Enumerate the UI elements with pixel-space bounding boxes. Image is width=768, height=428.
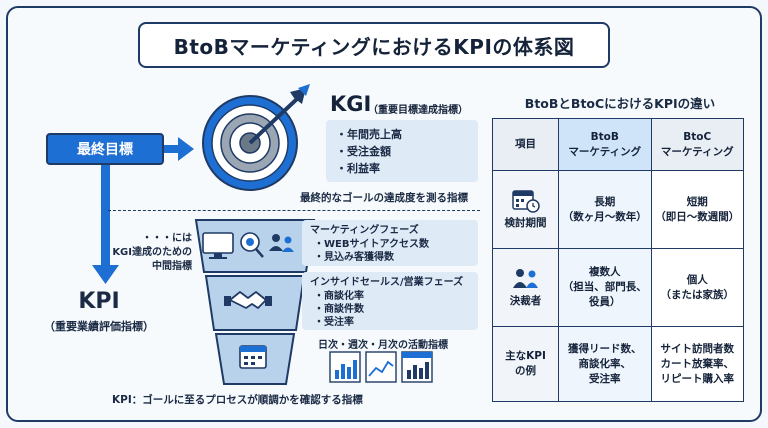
kpi-down-arrow [92,165,119,284]
kgi-metric: ・受注金額 [336,145,391,158]
phase-marketing: マーケティングフェーズ ・WEBサイトアクセス数 ・見込み客獲得数 [302,220,478,266]
table-row: 検討期間 長期 （数ヶ月〜数年） 短期 （即日〜数週間） [492,170,744,249]
kpi-sublabel: （重要業績評価指標） [44,320,154,333]
row-label-period: 検討期間 [492,170,559,249]
comparison-table: 項目 BtoB マーケティング BtoC マーケティング 検討期間 長期 （数ヶ [492,118,744,402]
table-header-row: 項目 BtoB マーケティング BtoC マーケティング [492,118,744,171]
header-btob-line: BtoB [590,130,619,143]
table-row: 主なKPI の例 獲得リード数、 商談化率、 受注率 サイト訪問者数 カート放棄… [492,326,744,402]
people-icon [269,234,294,252]
cell-btoc-decision: 個人 （または家族） [650,248,744,327]
cell-line: 複数人 [589,266,621,278]
header-btoc: BtoC マーケティング [650,118,744,171]
cell-line: 受注率 [589,372,621,385]
cell-btoc-period: 短期 （即日〜数週間） [650,170,744,249]
page-title: BtoBマーケティングにおけるKPIの体系図 [138,22,610,68]
kgi-label: KGI [330,92,372,116]
cell-line: （担当、部門長、 [562,281,647,293]
cell-btoc-kpi: サイト訪問者数 カート放棄率、 リピート購入率 [650,326,744,402]
row-label-text: 主なKPI [505,350,546,362]
cell-line: サイト訪問者数 [660,342,735,355]
phase-item: ・商談化率 [314,291,364,302]
phase-item: ・商談件数 [314,304,364,315]
final-goal-badge: 最終目標 [46,133,164,165]
middle-label-line: 中間指標 [152,261,192,272]
phase-item: ・WEBサイトアクセス数 [314,239,429,250]
row-label-text: 検討期間 [504,217,547,229]
cell-line: 役員） [589,296,621,308]
monitor-icon [202,232,234,259]
cell-line: カート放棄率、 [660,357,735,370]
goal-arrow [164,137,194,161]
calendar-clock-icon [511,190,540,213]
row-label-text: 決裁者 [509,295,542,307]
row-label-text: の例 [515,365,536,377]
header-btob: BtoB マーケティング [558,118,652,171]
middle-indicator-label: ・・・には KGI達成のための 中間指標 [96,232,192,274]
kpi-note: KPI：ゴールに至るプロセスが順調かを確認する指標 [112,394,363,406]
phase-inside-sales: インサイドセールス/営業フェーズ ・商談化率 ・商談件数 ・受注率 [302,272,478,330]
kgi-sublabel: （重要目標達成指標） [368,105,468,116]
header-btob-line: マーケティング [568,145,642,158]
phase-title: マーケティングフェーズ [310,225,419,236]
comparison-title: BtoBとBtoCにおけるKPIの違い [524,96,716,111]
activity-chart-icons [329,351,433,383]
row-label-kpi: 主なKPI の例 [492,326,559,402]
people-icon [512,269,538,288]
kgi-metric: ・年間売上高 [336,128,402,141]
header-btoc-line: BtoC [683,130,712,143]
cell-btob-kpi: 獲得リード数、 商談化率、 受注率 [558,326,652,402]
kgi-metric: ・利益率 [336,162,380,175]
table-row: 決裁者 複数人 （担当、部門長、 役員） 個人 （または家族） [492,248,744,327]
section-divider [108,210,480,211]
cell-line: リピート購入率 [660,372,735,385]
cell-line: （即日〜数週間） [655,210,740,223]
kgi-note: 最終的なゴールの達成度を測る指標 [300,192,468,204]
magnifier-target-icon [240,232,264,258]
cell-line: 短期 [686,195,708,208]
cell-btob-period: 長期 （数ヶ月〜数年） [558,170,652,249]
handshake-icon [224,291,272,309]
cell-line: 商談化率、 [578,357,632,370]
cell-btob-decision: 複数人 （担当、部門長、 役員） [558,248,652,327]
cell-line: 長期 [594,195,616,208]
calendar-icon [239,345,267,369]
middle-label-line: ・・・には [142,233,192,244]
phase-item: ・受注率 [314,317,354,328]
phase-item: ・見込み客獲得数 [314,252,394,263]
row-label-decision: 決裁者 [492,248,559,327]
header-item: 項目 [492,118,559,171]
cell-line: （または家族） [660,288,735,301]
phase-activity-title: 日次・週次・月次の活動指標 [318,340,448,351]
cell-line: 個人 [686,273,708,286]
phase-title: インサイドセールス/営業フェーズ [310,277,464,288]
header-btoc-line: マーケティング [660,145,734,158]
kgi-metrics-box: ・年間売上高 ・受注金額 ・利益率 [326,120,478,182]
target-icon [202,84,310,191]
kpi-label: KPI [78,289,120,314]
cell-line: （数ヶ月〜数年） [562,210,647,223]
middle-label-line: KGI達成のための [112,247,192,258]
cell-line: 獲得リード数、 [568,342,642,355]
